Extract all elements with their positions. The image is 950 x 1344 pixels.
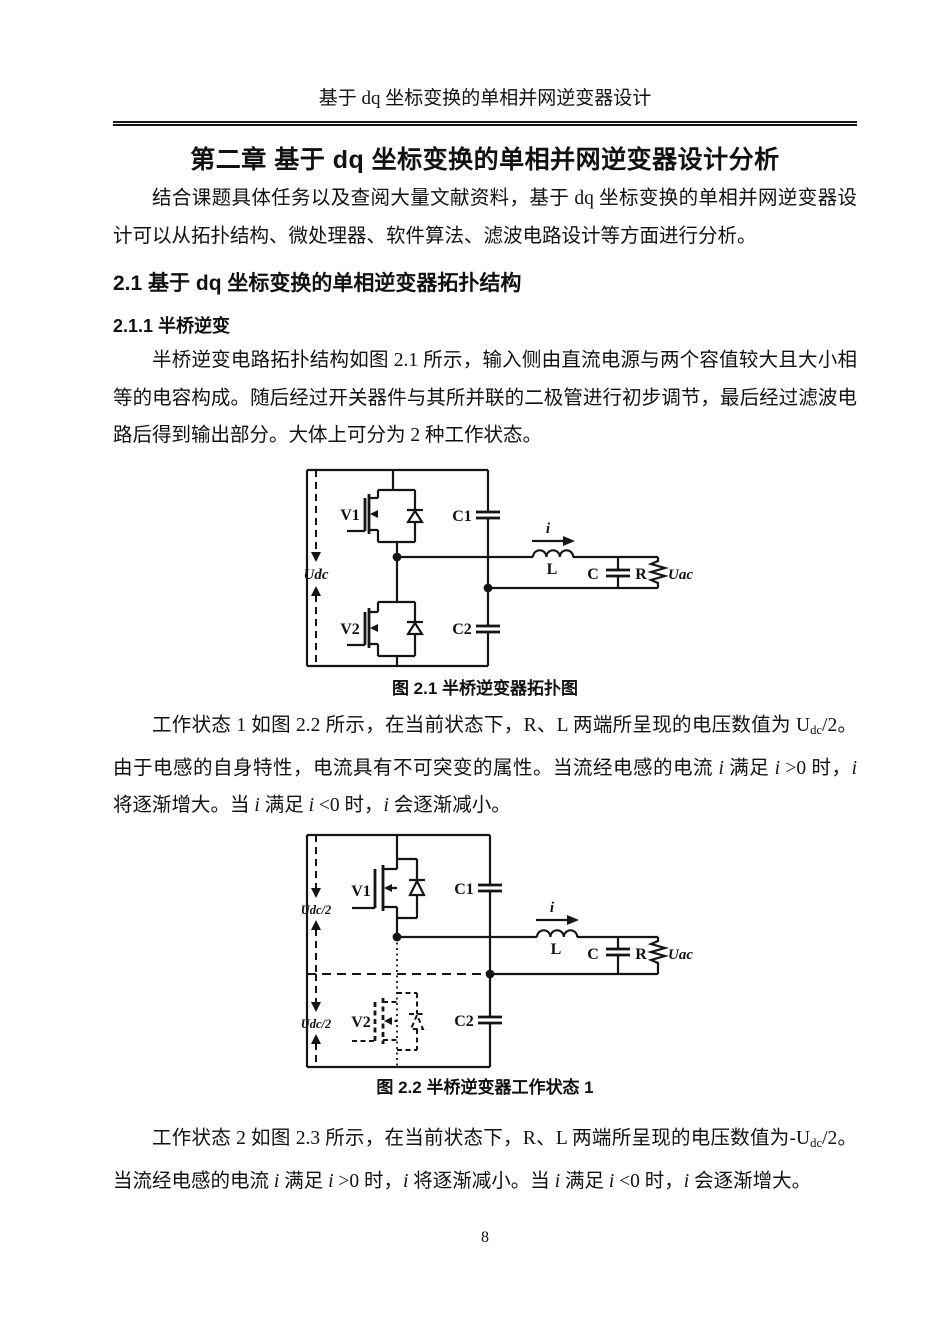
figure-2-1-circuit: Udc V1 V2 C1 C2 bbox=[304, 468, 693, 668]
header-rule bbox=[113, 121, 857, 126]
current-arrow: i bbox=[532, 521, 575, 546]
text-line: 半桥逆变电路拓扑结构如图 2.1 所示，输入侧由直流电源与两个容值较大且大小相 bbox=[152, 350, 857, 371]
paragraph-topology: 半桥逆变电路拓扑结构如图 2.1 所示，输入侧由直流电源与两个容值较大且大小相等… bbox=[113, 342, 857, 455]
page-number: 8 bbox=[481, 1229, 489, 1246]
capacitor-c2: C2 bbox=[454, 1013, 502, 1030]
dc-source-voltage-arrow-bottom: Udc/2 bbox=[301, 974, 332, 1067]
mosfet-v2-dashed: V2 bbox=[351, 992, 417, 1051]
paragraph-state1: 工作状态 1 如图 2.2 所示，在当前状态下，R、L 两端所呈现的电压数值为 … bbox=[113, 707, 857, 825]
capacitor-c1: C1 bbox=[454, 881, 502, 898]
v1-label: V1 bbox=[351, 883, 371, 900]
uac-label: Uac bbox=[668, 947, 693, 963]
inductor-l: L bbox=[531, 549, 575, 578]
udc-half-top-label: Udc/2 bbox=[301, 903, 332, 917]
figure-2-2-caption: 图 2.2 半桥逆变器工作状态 1 bbox=[376, 1078, 594, 1097]
text-line: 将逐渐增大。当 i 满足 i <0 时，i 会逐渐减小。 bbox=[113, 795, 511, 817]
capacitor-c2: C2 bbox=[452, 621, 500, 638]
r-label: R bbox=[635, 566, 647, 583]
c1-label: C1 bbox=[452, 508, 472, 525]
freewheel-diode-v1 bbox=[408, 859, 426, 918]
mosfet-v1: V1 bbox=[351, 835, 417, 937]
text-line: 由于电感的自身特性，电流具有不可突变的属性。当流经电感的电流 i 满足 i >0… bbox=[113, 757, 857, 779]
figure-2-1-caption: 图 2.1 半桥逆变器拓扑图 bbox=[391, 679, 579, 698]
filter-capacitor-c: C bbox=[587, 937, 630, 974]
freewheel-diode-v2 bbox=[405, 602, 425, 656]
mosfet-v1: V1 bbox=[340, 470, 415, 557]
dc-source-voltage-arrow: Udc bbox=[304, 470, 329, 666]
current-label: i bbox=[550, 900, 555, 916]
c-label: C bbox=[587, 566, 599, 583]
text-line: 等的电容构成。随后经过开关器件与其所并联的二极管进行初步调节，最后经过滤波电 bbox=[113, 387, 857, 409]
capacitor-c1: C1 bbox=[452, 508, 500, 525]
l-label: L bbox=[551, 941, 562, 958]
text-line: 路后得到输出部分。大体上可分为 2 种工作状态。 bbox=[113, 425, 543, 446]
c2-label: C2 bbox=[454, 1013, 474, 1030]
udc-half-bottom-label: Udc/2 bbox=[301, 1017, 332, 1031]
current-arrow: i bbox=[536, 900, 579, 925]
c2-label: C2 bbox=[452, 621, 472, 638]
text-line: 结合课题具体任务以及查阅大量文献资料，基于 dq 坐标变换的单相并网逆变器设 bbox=[152, 188, 857, 209]
freewheel-diode-v1 bbox=[405, 490, 425, 542]
chapter-title: 第二章 基于 dq 坐标变换的单相并网逆变器设计分析 bbox=[190, 146, 780, 174]
current-label: i bbox=[546, 521, 551, 537]
load-resistor-r: R Uac bbox=[635, 937, 693, 974]
v1-label: V1 bbox=[340, 507, 360, 524]
text-line: 工作状态 1 如图 2.2 所示，在当前状态下，R、L 两端所呈现的电压数值为 … bbox=[152, 715, 857, 738]
load-resistor-r: R Uac bbox=[635, 557, 693, 588]
section-heading-2-1-1: 2.1.1 半桥逆变 bbox=[113, 316, 231, 336]
l-label: L bbox=[547, 561, 558, 578]
v2-label: V2 bbox=[351, 1014, 371, 1031]
uac-label: Uac bbox=[668, 567, 693, 583]
paragraph-state2: 工作状态 2 如图 2.3 所示，在当前状态下，R、L 两端所呈现的电压数值为-… bbox=[113, 1120, 857, 1200]
text-line: 计可以从拓扑结构、微处理器、软件算法、滤波电路设计等方面进行分析。 bbox=[113, 225, 757, 247]
c-label: C bbox=[587, 946, 599, 963]
r-label: R bbox=[635, 946, 647, 963]
c1-label: C1 bbox=[454, 881, 474, 898]
outer-loop-wires bbox=[305, 833, 492, 1069]
dc-source-voltage-arrow-top: Udc/2 bbox=[301, 835, 332, 974]
output-wires bbox=[397, 555, 658, 590]
section-heading-2-1: 2.1 基于 dq 坐标变换的单相逆变器拓扑结构 bbox=[113, 272, 522, 295]
mosfet-v2: V2 bbox=[340, 557, 415, 666]
paragraph-intro: 结合课题具体任务以及查阅大量文献资料，基于 dq 坐标变换的单相并网逆变器设计可… bbox=[113, 180, 857, 255]
text-line: 工作状态 2 如图 2.3 所示，在当前状态下，R、L 两端所呈现的电压数值为-… bbox=[152, 1128, 857, 1151]
running-header: 基于 dq 坐标变换的单相并网逆变器设计 bbox=[318, 88, 652, 109]
freewheel-diode-v2-dashed bbox=[409, 993, 425, 1050]
udc-label: Udc bbox=[304, 567, 329, 583]
inductor-l: L bbox=[535, 929, 579, 958]
v2-label: V2 bbox=[340, 621, 360, 638]
text-line: 当流经电感的电流 i 满足 i >0 时，i 将逐渐减小。当 i 满足 i <0… bbox=[113, 1170, 812, 1192]
figure-2-2-circuit: Udc/2 Udc/2 V1 V2 bbox=[301, 833, 693, 1069]
filter-capacitor-c: C bbox=[587, 557, 630, 588]
